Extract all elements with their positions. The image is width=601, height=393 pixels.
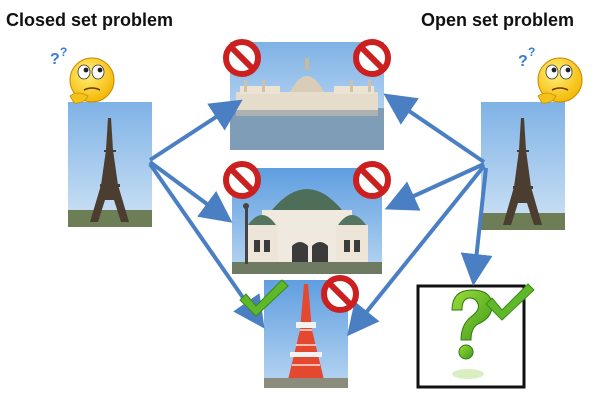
thinking-face-icon: ? ? [50, 45, 115, 104]
arrow-open-to-tokyo [346, 164, 486, 337]
eiffel-query-image-left [68, 102, 152, 227]
svg-text:?: ? [50, 51, 60, 68]
arrows [148, 93, 493, 337]
svg-text:?: ? [60, 45, 67, 59]
arrow-closed-to-tokyo [148, 162, 265, 329]
prohibited-icon [223, 161, 261, 199]
open-set-title: Open set problem [421, 10, 575, 30]
thinking-face-icon: ? ? [518, 45, 583, 104]
checkmark-icon [485, 283, 535, 321]
prohibited-icon [353, 161, 391, 199]
unknown-class-box [416, 284, 526, 389]
prohibited-icon [321, 275, 359, 313]
eiffel-query-image-right [481, 102, 565, 230]
arrow-open-to-parliament [383, 93, 486, 164]
arrow-open-to-cathedral [384, 162, 485, 211]
prohibited-icon [353, 39, 391, 77]
arrow-open-to-unknown [460, 167, 493, 286]
svg-text:?: ? [518, 53, 528, 70]
closed-set-title: Closed set problem [6, 10, 174, 30]
arrow-closed-to-cathedral [148, 160, 233, 223]
checkmark-icon [239, 279, 289, 317]
svg-text:?: ? [528, 45, 535, 59]
arrow-closed-to-parliament [148, 99, 243, 162]
prohibited-icon [223, 39, 261, 77]
